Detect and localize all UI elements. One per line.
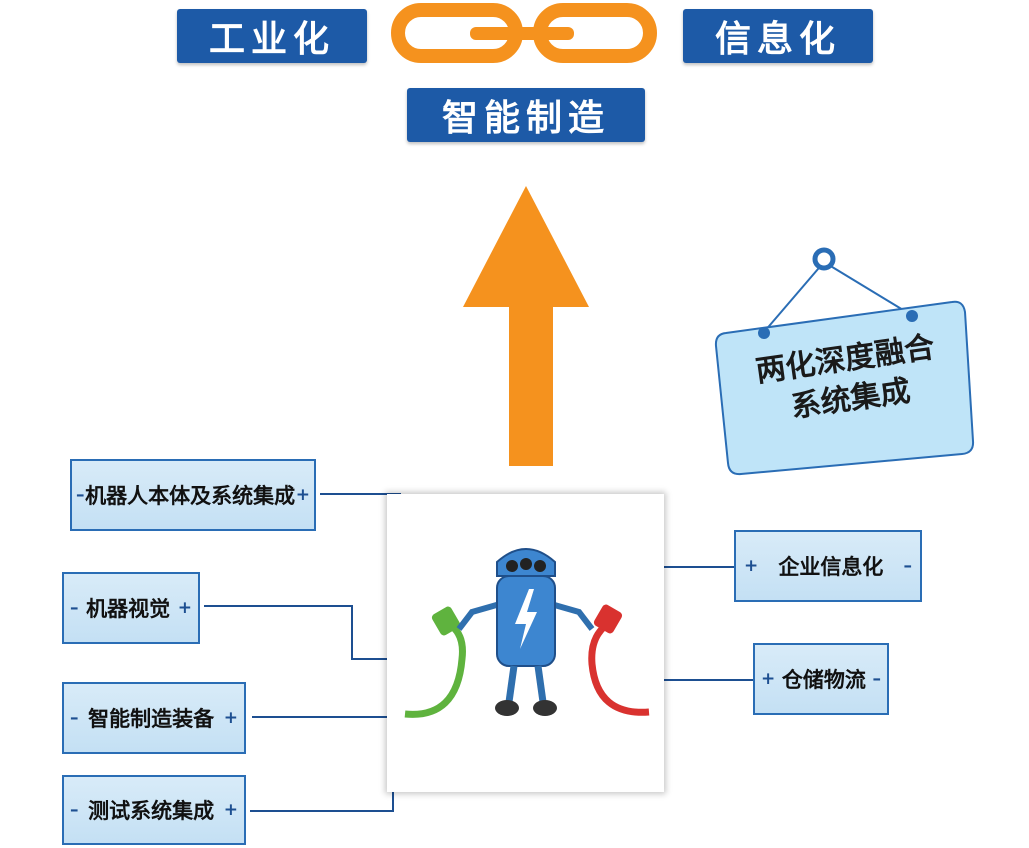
- up-arrow-icon: [463, 186, 589, 466]
- banner-industrialization-label: 工业化: [208, 19, 335, 60]
- collapse-icon[interactable]: –: [70, 708, 79, 728]
- node-label: 机器视觉: [86, 597, 171, 621]
- collapse-icon[interactable]: –: [903, 556, 913, 576]
- node-robot-system-integration[interactable]: – 机器人本体及系统集成 +: [70, 459, 316, 531]
- node-test-system-integration[interactable]: – 测试系统集成 +: [62, 775, 246, 845]
- expand-icon[interactable]: +: [177, 598, 192, 618]
- node-enterprise-informatization[interactable]: + 企业信息化 –: [734, 530, 922, 602]
- node-warehouse-logistics[interactable]: + 仓储物流 –: [753, 643, 889, 715]
- expand-icon[interactable]: +: [744, 556, 759, 576]
- hanging-sign: [714, 247, 975, 476]
- collapse-icon[interactable]: –: [76, 485, 85, 505]
- expand-icon[interactable]: +: [761, 669, 776, 689]
- banner-industrialization: 工业化: [177, 9, 367, 63]
- collapse-icon[interactable]: –: [872, 669, 882, 689]
- banner-informatization-label: 信息化: [714, 19, 841, 60]
- expand-icon[interactable]: +: [295, 485, 310, 505]
- banner-smart-manufacturing: 智能制造: [407, 88, 645, 142]
- node-label: 企业信息化: [778, 555, 884, 579]
- chain-link-icon: [391, 3, 657, 63]
- banner-smart-manufacturing-label: 智能制造: [441, 98, 610, 139]
- node-label: 仓储物流: [781, 668, 866, 692]
- node-machine-vision[interactable]: – 机器视觉 +: [62, 572, 200, 644]
- collapse-icon[interactable]: –: [70, 800, 79, 820]
- node-label: 机器人本体及系统集成: [85, 484, 296, 508]
- expand-icon[interactable]: +: [223, 800, 238, 820]
- node-smart-equipment[interactable]: – 智能制造装备 +: [62, 682, 246, 754]
- robot-photo: [387, 494, 664, 792]
- robot-icon: [404, 548, 650, 718]
- node-label: 测试系统集成: [88, 799, 215, 823]
- expand-icon[interactable]: +: [223, 708, 238, 728]
- banner-informatization: 信息化: [683, 9, 873, 63]
- sign-hook-icon: [812, 247, 836, 271]
- collapse-icon[interactable]: –: [70, 598, 79, 618]
- node-label: 智能制造装备: [88, 707, 215, 731]
